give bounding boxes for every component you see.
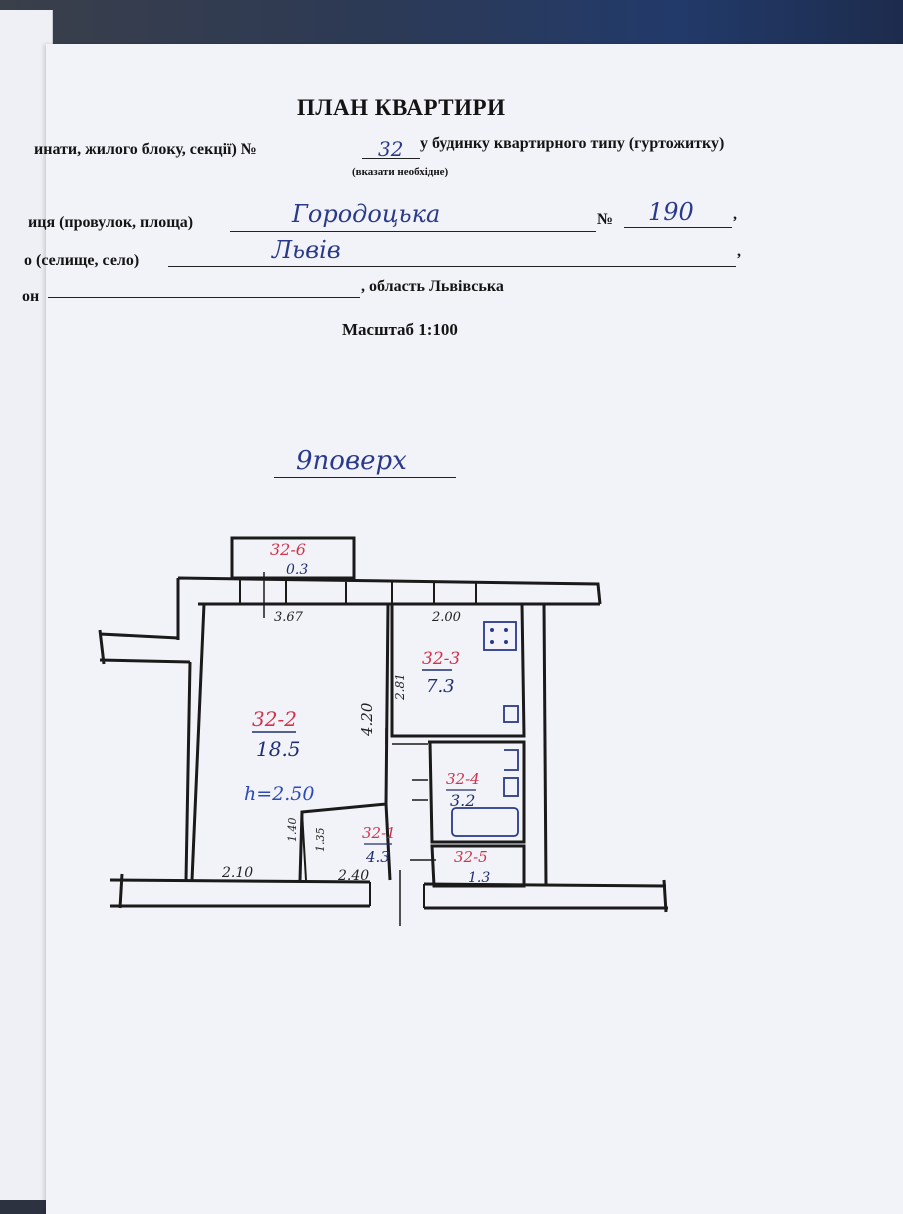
house-comma: , <box>733 206 737 223</box>
room-5-walls <box>430 844 526 888</box>
city-label: о (селище, село) <box>24 252 140 269</box>
bath-sink-icon <box>503 777 519 797</box>
floor-line <box>274 477 456 478</box>
scale-label: Масштаб 1:100 <box>342 320 458 339</box>
room-4-area: 3.2 <box>450 791 475 810</box>
room-4-walls <box>428 740 526 844</box>
junction-markers <box>399 779 436 926</box>
corridor-wall <box>384 803 392 881</box>
document-sheet <box>46 44 903 1214</box>
city-line <box>168 266 736 267</box>
room-6-number: 32-6 <box>270 540 306 559</box>
district-label: он <box>22 288 40 305</box>
bottom-wall-left <box>109 873 371 909</box>
city-comma: , <box>737 243 741 260</box>
bathtub-icon <box>451 807 519 837</box>
door-markers <box>263 572 428 745</box>
room-1-area: 4.3 <box>365 848 390 866</box>
street-value: Городоцька <box>292 200 441 228</box>
district-line <box>48 297 360 298</box>
floor-label: 9поверх <box>296 446 407 476</box>
room-2-door <box>301 811 307 881</box>
room-5-area: 1.3 <box>468 870 490 886</box>
room-2-area: 18.5 <box>256 737 301 761</box>
document-title: ПЛАН КВАРТИРИ <box>297 95 506 120</box>
room-1-number: 32-1 <box>362 824 396 842</box>
section-note: (вказати необхідне) <box>352 166 449 178</box>
dim-room2-height: 4.20 <box>358 702 376 737</box>
section-label: инати, жилого блоку, секції) № <box>34 141 257 158</box>
right-wall <box>542 602 600 887</box>
dim-top-left: 3.67 <box>274 610 304 625</box>
left-wall <box>184 603 206 881</box>
left-page-edge <box>0 10 53 1200</box>
entrance-opening <box>369 882 425 908</box>
dim-bottom-mid: 2.40 <box>337 868 369 884</box>
dim-bottom-left: 2.10 <box>221 865 253 881</box>
room-5-number: 32-5 <box>454 848 488 866</box>
street-label: иця (провулок, площа) <box>28 214 194 231</box>
house-line <box>624 227 732 228</box>
left-neighbor-wall <box>98 629 191 665</box>
balcony-outline <box>230 536 356 580</box>
house-label: № <box>597 211 614 228</box>
room-4-number: 32-4 <box>446 770 480 788</box>
top-windows <box>239 580 393 604</box>
top-window-right <box>433 583 477 604</box>
street-line <box>230 231 596 232</box>
dim-top-right: 2.00 <box>431 610 461 625</box>
section-number-line <box>362 158 420 159</box>
room-3-walls <box>390 602 526 738</box>
sink-icon <box>503 705 519 723</box>
dim-room3-height: 2.81 <box>393 673 407 701</box>
room-3-number: 32-3 <box>422 649 460 669</box>
ceiling-height: h=2.50 <box>244 783 314 805</box>
region-label: , область Львівська <box>361 278 504 295</box>
room-6-area: 0.3 <box>286 562 308 578</box>
city-value: Львів <box>272 236 341 264</box>
section-number: 32 <box>378 137 404 161</box>
dim-small-2: 1.35 <box>314 828 327 853</box>
room-2-number: 32-2 <box>252 707 297 731</box>
house-value: 190 <box>648 198 694 226</box>
stove-icon <box>483 621 517 651</box>
building-type-label: у будинку квартирного типу (гуртожитку) <box>420 135 725 152</box>
dim-small-1: 1.40 <box>286 818 299 843</box>
boiler-icon <box>504 749 519 771</box>
room-3-area: 7.3 <box>426 676 455 697</box>
